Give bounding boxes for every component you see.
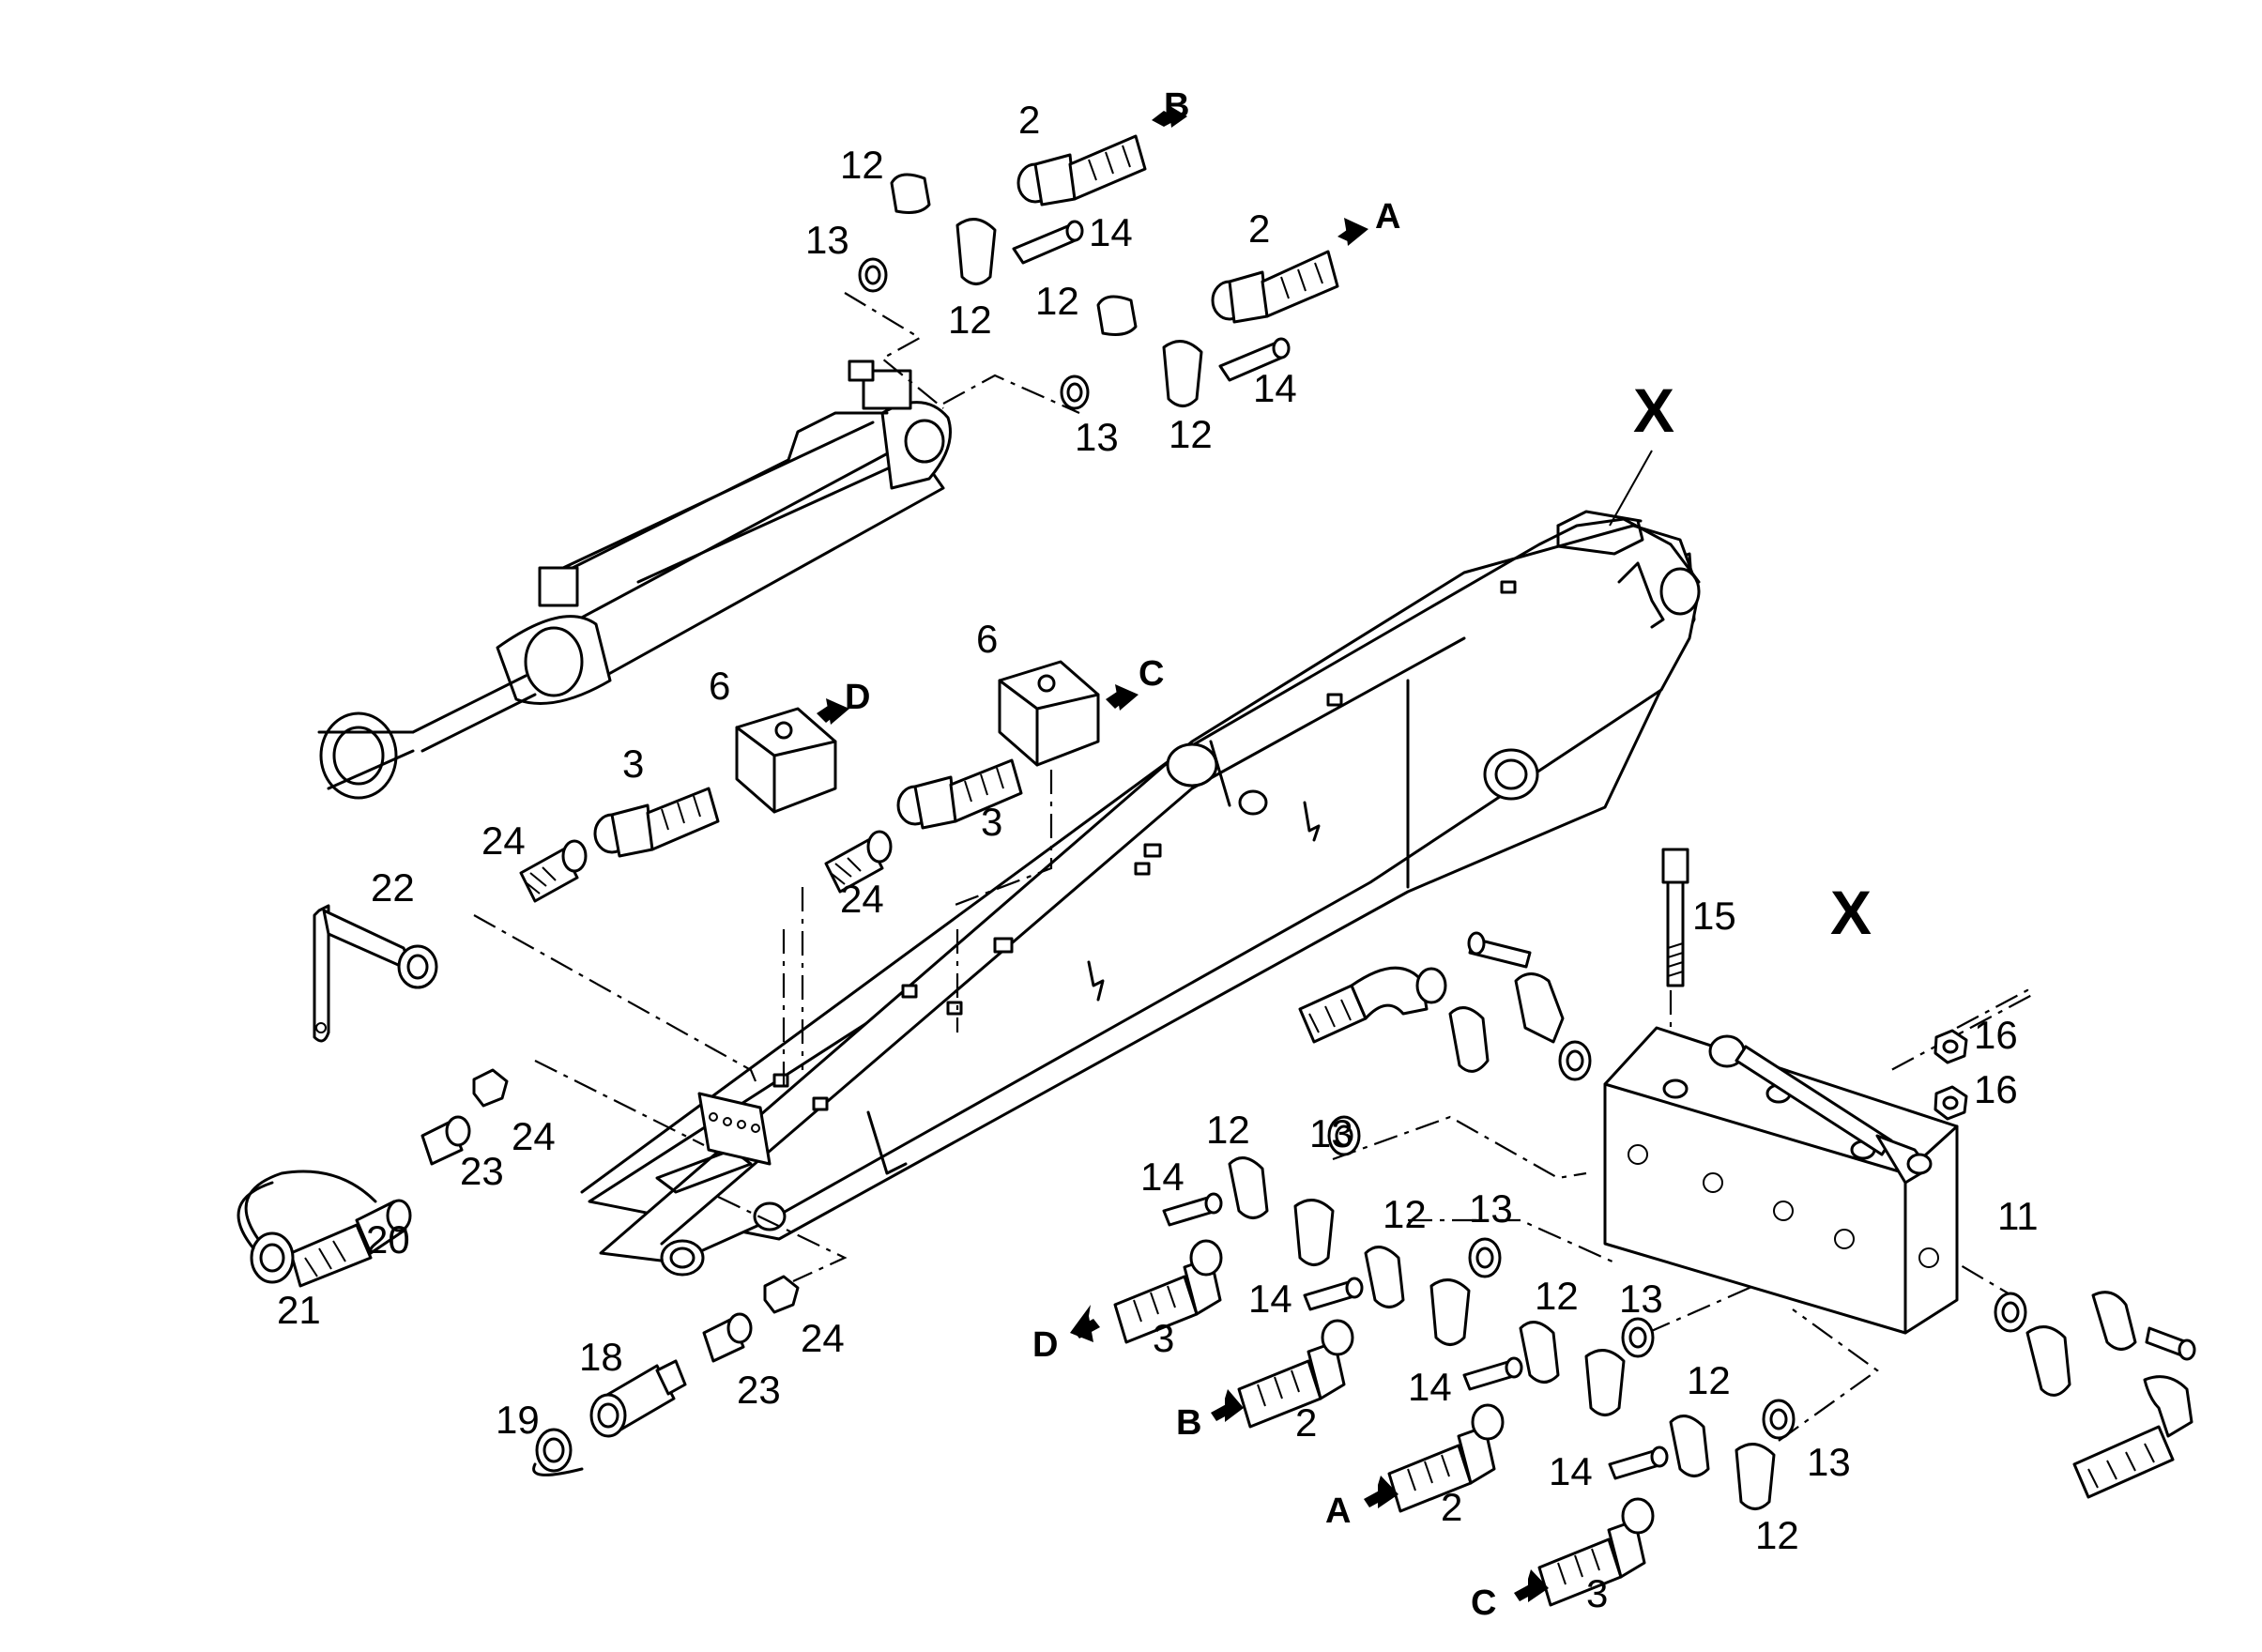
elbow-hose-right bbox=[1994, 1291, 2196, 1499]
upper-hose-fittings bbox=[858, 105, 1368, 410]
lower-hose-c bbox=[1514, 1399, 1796, 1607]
part-label: 12 bbox=[1687, 1358, 1731, 1402]
lower-hose-a bbox=[1364, 1317, 1655, 1513]
part-label: 12 bbox=[948, 298, 992, 342]
boom-arm bbox=[580, 510, 1701, 1277]
part-number-labels: 2 12 13 12 14 2 12 13 12 14 6 6 3 3 24 2… bbox=[277, 98, 2039, 1615]
part-label: 2 bbox=[1248, 206, 1270, 251]
part-label: 2 bbox=[1295, 1400, 1317, 1445]
part-label: 15 bbox=[1692, 894, 1736, 938]
part-label: 23 bbox=[460, 1149, 504, 1193]
part-label: 3 bbox=[1586, 1571, 1608, 1615]
part-label: 3 bbox=[622, 742, 644, 786]
pin-22 bbox=[313, 904, 438, 1043]
nuts-16 bbox=[1933, 1029, 1968, 1121]
part-label: 12 bbox=[1383, 1192, 1427, 1236]
hydraulic-cylinder bbox=[317, 359, 952, 800]
part-label: 2 bbox=[1018, 98, 1040, 142]
detail-x-pointer bbox=[1609, 450, 1653, 527]
connection-letter: D bbox=[1032, 1325, 1058, 1365]
part-label: 6 bbox=[709, 664, 730, 708]
connection-letter: B bbox=[1164, 86, 1189, 126]
part-label: 12 bbox=[840, 143, 884, 187]
part-label: 3 bbox=[1153, 1316, 1174, 1360]
bolt-15 bbox=[1661, 848, 1689, 987]
part-label: 16 bbox=[1974, 1013, 2018, 1057]
connection-letter: C bbox=[1139, 654, 1164, 694]
part-label: 13 bbox=[1807, 1440, 1851, 1484]
valve-block-11 bbox=[1603, 1026, 1959, 1335]
quick-coupling-lower bbox=[532, 1275, 800, 1476]
part-label: 14 bbox=[1549, 1449, 1593, 1493]
part-label: 22 bbox=[371, 865, 415, 910]
part-label: 14 bbox=[1140, 1155, 1184, 1199]
clamp-blocks bbox=[735, 660, 1139, 814]
assembly-leader-lines bbox=[473, 292, 2034, 1442]
elbow-hose-top bbox=[1298, 931, 1592, 1081]
part-label: 24 bbox=[840, 877, 884, 921]
part-label: 14 bbox=[1253, 366, 1297, 410]
part-label: 14 bbox=[1089, 210, 1133, 254]
part-label: 14 bbox=[1408, 1365, 1452, 1409]
part-label: 24 bbox=[512, 1114, 556, 1158]
part-label: 13 bbox=[1075, 415, 1119, 459]
connection-letter: A bbox=[1375, 197, 1400, 237]
part-label: 13 bbox=[1619, 1277, 1663, 1321]
part-label: 14 bbox=[1248, 1277, 1292, 1321]
part-label: 18 bbox=[579, 1335, 623, 1379]
connection-letter: A bbox=[1325, 1491, 1351, 1531]
connection-letter: D bbox=[845, 678, 870, 717]
quick-coupling-upper bbox=[237, 1068, 509, 1288]
mid-fittings-24 bbox=[519, 830, 893, 903]
part-label: 21 bbox=[277, 1288, 321, 1332]
part-label: 20 bbox=[366, 1217, 410, 1262]
mid-hoses bbox=[593, 758, 1023, 858]
lower-hose-d bbox=[1070, 1115, 1361, 1344]
part-label: 12 bbox=[1535, 1274, 1579, 1318]
connection-letter: C bbox=[1471, 1583, 1496, 1623]
part-label: 24 bbox=[481, 818, 526, 863]
part-label: 12 bbox=[1035, 279, 1079, 323]
part-label: 3 bbox=[981, 800, 1002, 844]
part-label: 2 bbox=[1441, 1485, 1462, 1529]
part-label: 24 bbox=[801, 1316, 845, 1360]
part-label: 16 bbox=[1974, 1067, 2018, 1111]
connection-letters: B A D C D B A C bbox=[845, 86, 1496, 1623]
detail-mark: X bbox=[1830, 878, 1872, 947]
lower-hose-b bbox=[1211, 1237, 1502, 1429]
part-label: 12 bbox=[1755, 1513, 1799, 1557]
part-label: 13 bbox=[1469, 1186, 1513, 1231]
connection-letter: B bbox=[1176, 1403, 1201, 1443]
part-label: 12 bbox=[1206, 1108, 1250, 1152]
part-label: 6 bbox=[976, 617, 998, 661]
part-label: 23 bbox=[737, 1368, 781, 1412]
detail-mark: X bbox=[1633, 375, 1674, 445]
part-label: 19 bbox=[496, 1398, 540, 1442]
part-label: 11 bbox=[1997, 1194, 2039, 1238]
detail-view-marks: X X bbox=[1633, 375, 1872, 947]
part-label: 13 bbox=[1309, 1111, 1353, 1155]
part-label: 12 bbox=[1169, 412, 1213, 456]
part-label: 13 bbox=[805, 218, 849, 262]
hose-clamp-plate bbox=[697, 1092, 772, 1166]
